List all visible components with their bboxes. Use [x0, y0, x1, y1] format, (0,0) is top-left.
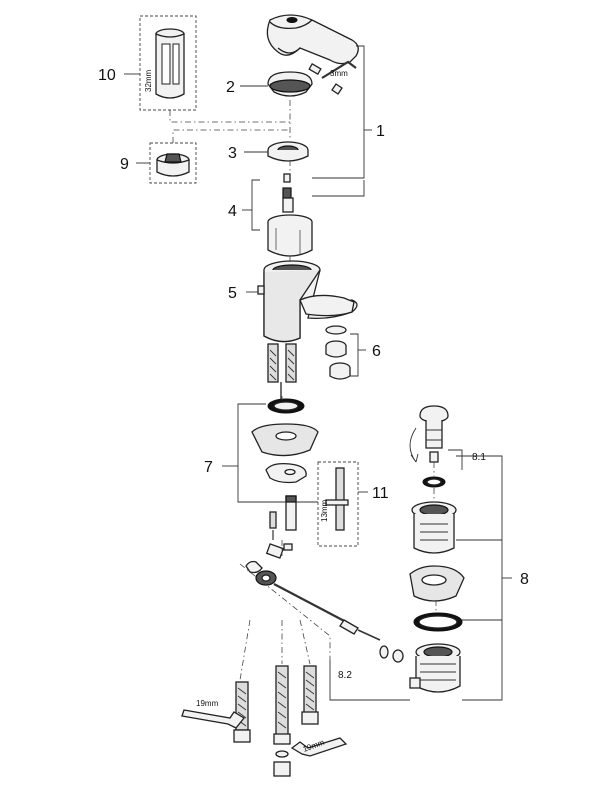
callout-6: 6 — [372, 343, 381, 360]
part-6-aerator — [325, 325, 351, 380]
set-screw — [308, 63, 322, 75]
hex-key: 3mm — [321, 60, 357, 95]
part-8-drain-body — [409, 501, 465, 693]
assembly-center-lines — [169, 100, 437, 681]
key-dimension-label: 13mm — [320, 499, 329, 522]
callout-8-2: 8.2 — [338, 670, 352, 681]
part-3-nut — [267, 141, 309, 162]
callout-9: 9 — [120, 156, 129, 173]
supply-hoses — [267, 343, 297, 400]
callout-2: 2 — [226, 79, 235, 96]
callout-7: 7 — [204, 459, 213, 476]
part-9-cap — [149, 142, 197, 184]
callout-8-1: 8.1 — [472, 452, 486, 463]
callout-11: 11 — [372, 485, 389, 502]
part-7-mounting-set — [251, 398, 319, 484]
part-8-1-pop-up-plug — [409, 405, 449, 488]
wrench-left: 19mm — [181, 699, 245, 729]
callout-1: 1 — [376, 123, 385, 140]
part-11-key: 13mm — [317, 461, 359, 547]
sleeve-dimension-label: 32mm — [144, 69, 153, 92]
flex-hose-middle — [273, 665, 291, 777]
wrench-right: 19mm — [290, 737, 348, 757]
leader-lines — [124, 45, 512, 701]
callout-labels: 1 2 3 4 5 6 7 8 8.1 8.2 9 10 11 — [98, 67, 529, 681]
part-4-cartridge — [267, 173, 313, 257]
part-10-sleeve: 32mm — [139, 15, 197, 111]
part-1-lever-handle — [266, 14, 359, 65]
callout-5: 5 — [228, 285, 237, 302]
hex-key-dimension-label: 3mm — [330, 69, 348, 78]
threaded-stud — [269, 495, 297, 540]
part-2-ring — [267, 71, 313, 97]
flex-hose-left — [233, 681, 251, 743]
callout-8: 8 — [520, 571, 529, 588]
wrench-left-dimension-label: 19mm — [196, 699, 219, 708]
pop-up-rod-assembly — [245, 543, 404, 663]
callout-3: 3 — [228, 145, 237, 162]
callout-10: 10 — [98, 67, 116, 84]
part-5-faucet-body — [257, 260, 358, 343]
flex-hose-right — [301, 665, 319, 725]
callout-4: 4 — [228, 203, 237, 220]
